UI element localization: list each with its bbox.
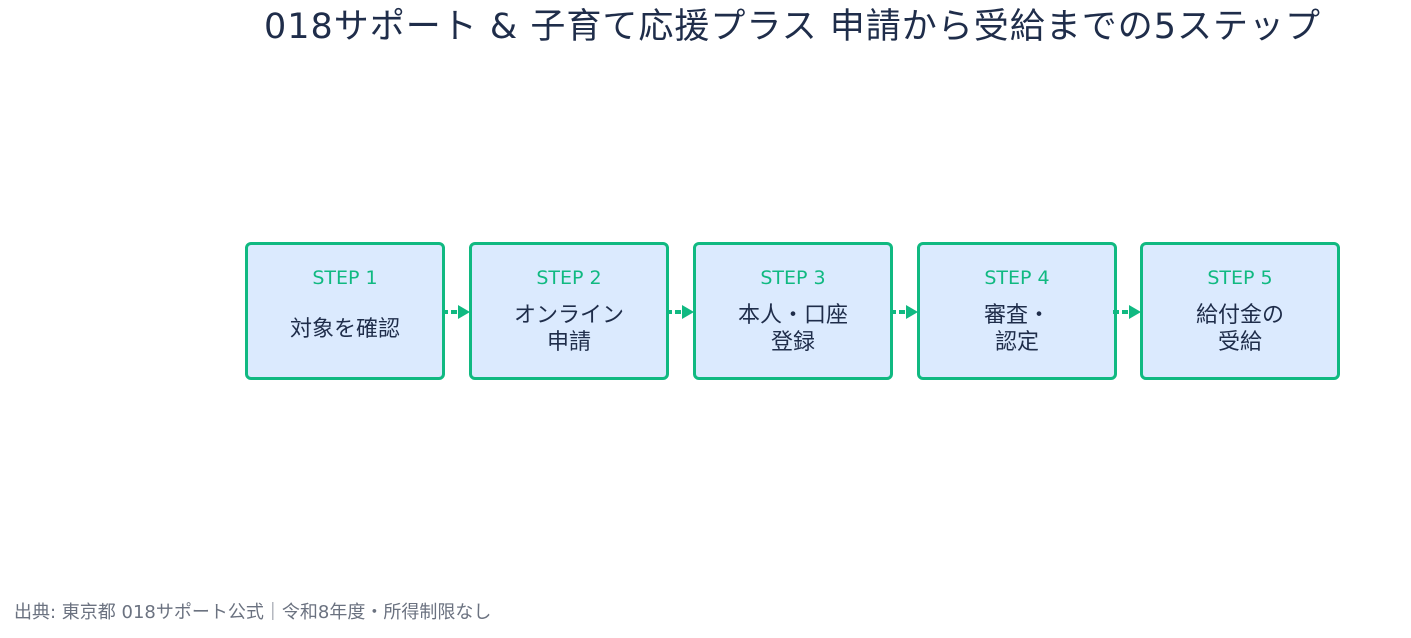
step-text-5: 給付金の 受給	[1195, 303, 1284, 355]
arrow-right-icon	[666, 305, 694, 319]
step-box-2: STEP 2 オンライン 申請	[469, 242, 669, 380]
step-label-3: STEP 3	[760, 267, 826, 289]
source-note: 出典: 東京都 018サポート公式｜令和8年度・所得制限なし	[14, 602, 492, 623]
step-label-4: STEP 4	[984, 267, 1050, 289]
step-label-1: STEP 1	[312, 267, 378, 289]
step-box-1: STEP 1 対象を確認	[245, 242, 445, 380]
step-text-2: オンライン 申請	[513, 303, 624, 355]
step-box-4: STEP 4 審査・ 認定	[917, 242, 1117, 380]
step-box-5: STEP 5 給付金の 受給	[1140, 242, 1340, 380]
step-label-2: STEP 2	[536, 267, 602, 289]
arrow-right-icon	[1113, 305, 1141, 319]
step-text-4: 審査・ 認定	[983, 303, 1050, 355]
step-label-5: STEP 5	[1207, 267, 1273, 289]
step-text-3: 本人・口座 登録	[737, 303, 848, 355]
arrow-right-icon	[442, 305, 470, 319]
arrow-right-icon	[890, 305, 918, 319]
step-box-3: STEP 3 本人・口座 登録	[693, 242, 893, 380]
diagram-title: 018サポート & 子育て応援プラス 申請から受給までの5ステップ	[264, 7, 1322, 47]
step-text-1: 対象を確認	[289, 316, 400, 342]
